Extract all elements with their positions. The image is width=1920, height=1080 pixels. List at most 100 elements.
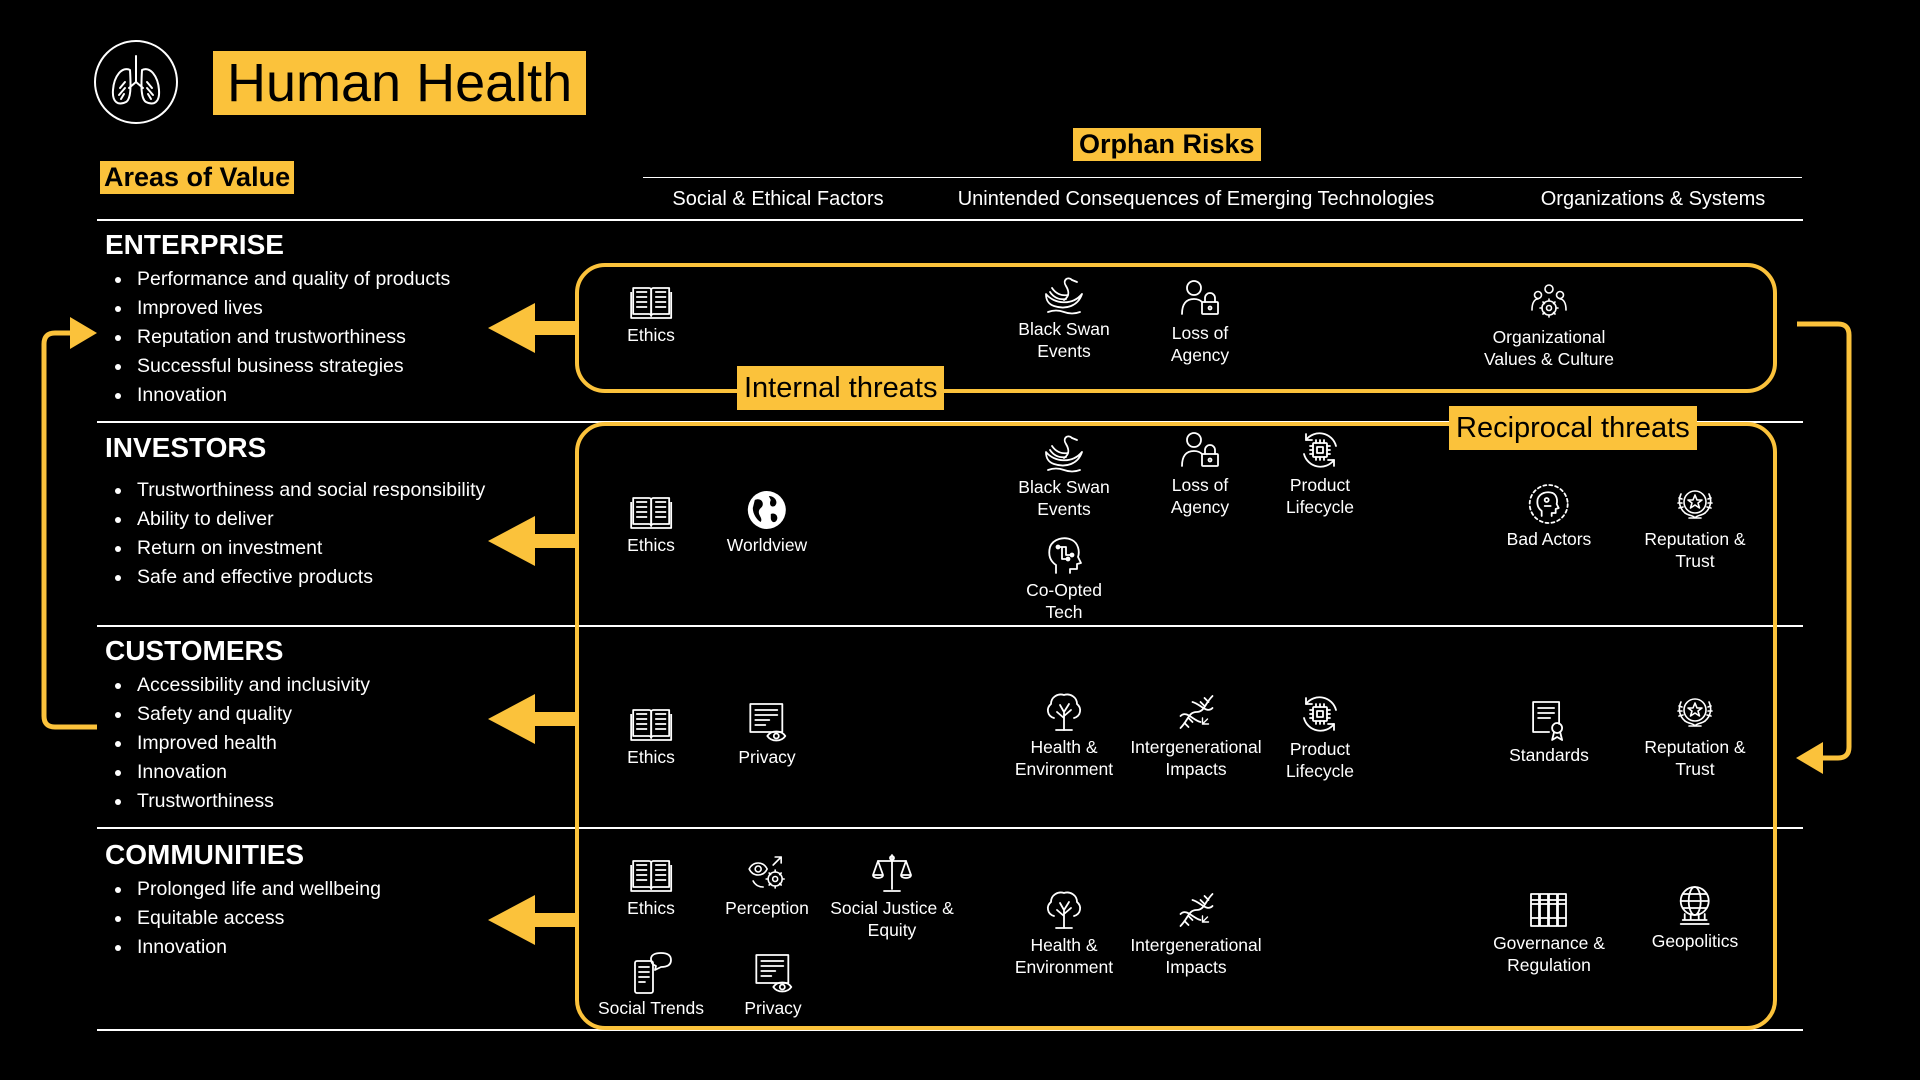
risk-reputation-trust[interactable]: Reputation & Trust — [1635, 482, 1755, 572]
risk-intergenerational-impacts[interactable]: Intergenerational Impacts — [1124, 690, 1269, 780]
risk-label: Black Swan Events — [1018, 319, 1110, 361]
list-item: Safe and effective products — [105, 563, 485, 592]
risk-label: Intergenerational Impacts — [1130, 737, 1262, 779]
list-item: Improved lives — [105, 294, 450, 323]
perception-icon — [748, 856, 785, 889]
risk-standards[interactable]: Standards — [1509, 698, 1589, 766]
scales-icon — [872, 854, 912, 892]
list-item: Return on investment — [105, 534, 485, 563]
risk-label: Product Lifecycle — [1285, 475, 1355, 517]
risk-label: Geopolitics — [1651, 931, 1739, 951]
risk-privacy[interactable]: Privacy — [744, 951, 802, 1019]
risk-label: Governance & Regulation — [1493, 933, 1605, 975]
risk-black-swan-events[interactable]: Black Swan Events — [999, 272, 1129, 362]
left-arrow — [488, 303, 575, 353]
risk-label: Ethics — [627, 747, 675, 767]
risk-label: Social Justice & Equity — [830, 898, 954, 940]
risk-label: Reputation & Trust — [1644, 529, 1746, 571]
risk-co-opted-tech[interactable]: Co-Opted Tech — [1009, 533, 1119, 623]
list-item: Innovation — [105, 933, 381, 962]
risk-label: Reputation & Trust — [1644, 737, 1746, 779]
list-item: Performance and quality of products — [105, 265, 450, 294]
reciprocal-threats-frame — [575, 422, 1777, 1030]
swan-icon — [1045, 435, 1083, 473]
left-arrow — [488, 516, 575, 566]
risk-ethics[interactable]: Ethics — [627, 851, 675, 919]
risk-ethics[interactable]: Ethics — [627, 278, 675, 346]
chip-cycle-icon — [1303, 696, 1337, 732]
person-lock-icon — [1181, 280, 1219, 315]
book-icon — [630, 860, 672, 892]
risk-loss-of-agency[interactable]: Loss of Agency — [1150, 276, 1250, 366]
risk-label: Loss of Agency — [1170, 323, 1230, 365]
person-lock-icon — [1181, 432, 1219, 467]
book-icon — [630, 709, 672, 741]
logo — [94, 40, 178, 124]
risk-label: Privacy — [744, 998, 802, 1018]
head-circuit-icon — [1048, 537, 1082, 574]
book-icon — [630, 287, 672, 319]
list-item: Trustworthiness — [105, 787, 370, 816]
document-eye-icon — [755, 954, 792, 993]
left-arrow — [488, 895, 575, 945]
risk-perception[interactable]: Perception — [725, 851, 809, 919]
risk-label: Ethics — [627, 535, 675, 555]
tree-icon — [1046, 693, 1082, 731]
areas-of-value-label: Areas of Value — [100, 161, 295, 194]
risk-health-environment[interactable]: Health & Environment — [1009, 888, 1119, 978]
gears-people-icon — [1531, 284, 1567, 318]
list-item: Successful business strategies — [105, 352, 450, 381]
divider-line — [97, 625, 1803, 627]
certificate-icon — [1532, 701, 1563, 741]
risk-privacy[interactable]: Privacy — [738, 700, 796, 768]
risk-product-lifecycle[interactable]: Product Lifecycle — [1270, 428, 1370, 518]
section-communities: COMMUNITIES Prolonged life and wellbeing… — [105, 839, 381, 962]
reciprocal-threats-label: Reciprocal threats — [1449, 406, 1697, 450]
risk-governance-regulation[interactable]: Governance & Regulation — [1484, 886, 1614, 976]
risk-product-lifecycle[interactable]: Product Lifecycle — [1270, 692, 1370, 782]
risk-social-trends[interactable]: Social Trends — [598, 951, 704, 1019]
list-item: Equitable access — [105, 904, 381, 933]
swan-icon — [1045, 277, 1083, 315]
books-icon — [1530, 893, 1567, 927]
section-customers: CUSTOMERS Accessibility and inclusivity … — [105, 635, 370, 816]
risk-ethics[interactable]: Ethics — [627, 700, 675, 768]
laurel-star-icon — [1677, 698, 1713, 727]
value-list: Performance and quality of products Impr… — [105, 265, 450, 410]
risk-label: Black Swan Events — [1018, 477, 1110, 519]
risk-intergenerational-impacts[interactable]: Intergenerational Impacts — [1124, 888, 1269, 978]
list-item: Ability to deliver — [105, 505, 485, 534]
risk-bad-actors[interactable]: Bad Actors — [1507, 482, 1591, 550]
list-item: Innovation — [105, 758, 370, 787]
laurel-star-icon — [1677, 490, 1713, 519]
globe-pillars-icon — [1680, 886, 1710, 925]
dna-icon — [1179, 893, 1213, 927]
risk-loss-of-agency[interactable]: Loss of Agency — [1150, 428, 1250, 518]
risk-reputation-trust[interactable]: Reputation & Trust — [1635, 690, 1755, 780]
risk-label: Perception — [725, 898, 809, 918]
book-icon — [630, 497, 672, 529]
column-social-ethical: Social & Ethical Factors — [672, 188, 884, 210]
risk-ethics[interactable]: Ethics — [627, 488, 675, 556]
risk-label: Organizational Values & Culture — [1483, 327, 1615, 369]
column-emerging-technologies: Unintended Consequences of Emerging Tech… — [957, 188, 1435, 210]
value-list: Accessibility and inclusivity Safety and… — [105, 671, 370, 816]
risk-health-environment[interactable]: Health & Environment — [1009, 690, 1119, 780]
risk-worldview[interactable]: Worldview — [727, 488, 807, 556]
value-list: Trustworthiness and social responsibilit… — [105, 476, 485, 592]
section-title: ENTERPRISE — [105, 229, 284, 260]
section-enterprise: ENTERPRISE Performance and quality of pr… — [105, 229, 450, 410]
section-title: CUSTOMERS — [105, 635, 284, 666]
risk-label: Standards — [1509, 745, 1589, 765]
list-item: Improved health — [105, 729, 370, 758]
list-item: Safety and quality — [105, 700, 370, 729]
risk-organizational-values-culture[interactable]: Organizational Values & Culture — [1474, 280, 1624, 370]
value-list: Prolonged life and wellbeing Equitable a… — [105, 875, 381, 962]
phone-chat-icon — [634, 952, 672, 994]
list-item: Reputation and trustworthiness — [105, 323, 450, 352]
risk-geopolitics[interactable]: Geopolitics — [1651, 884, 1739, 952]
risk-social-justice-equity[interactable]: Social Justice & Equity — [827, 851, 957, 941]
risk-black-swan-events[interactable]: Black Swan Events — [999, 430, 1129, 520]
tree-icon — [1046, 891, 1082, 929]
